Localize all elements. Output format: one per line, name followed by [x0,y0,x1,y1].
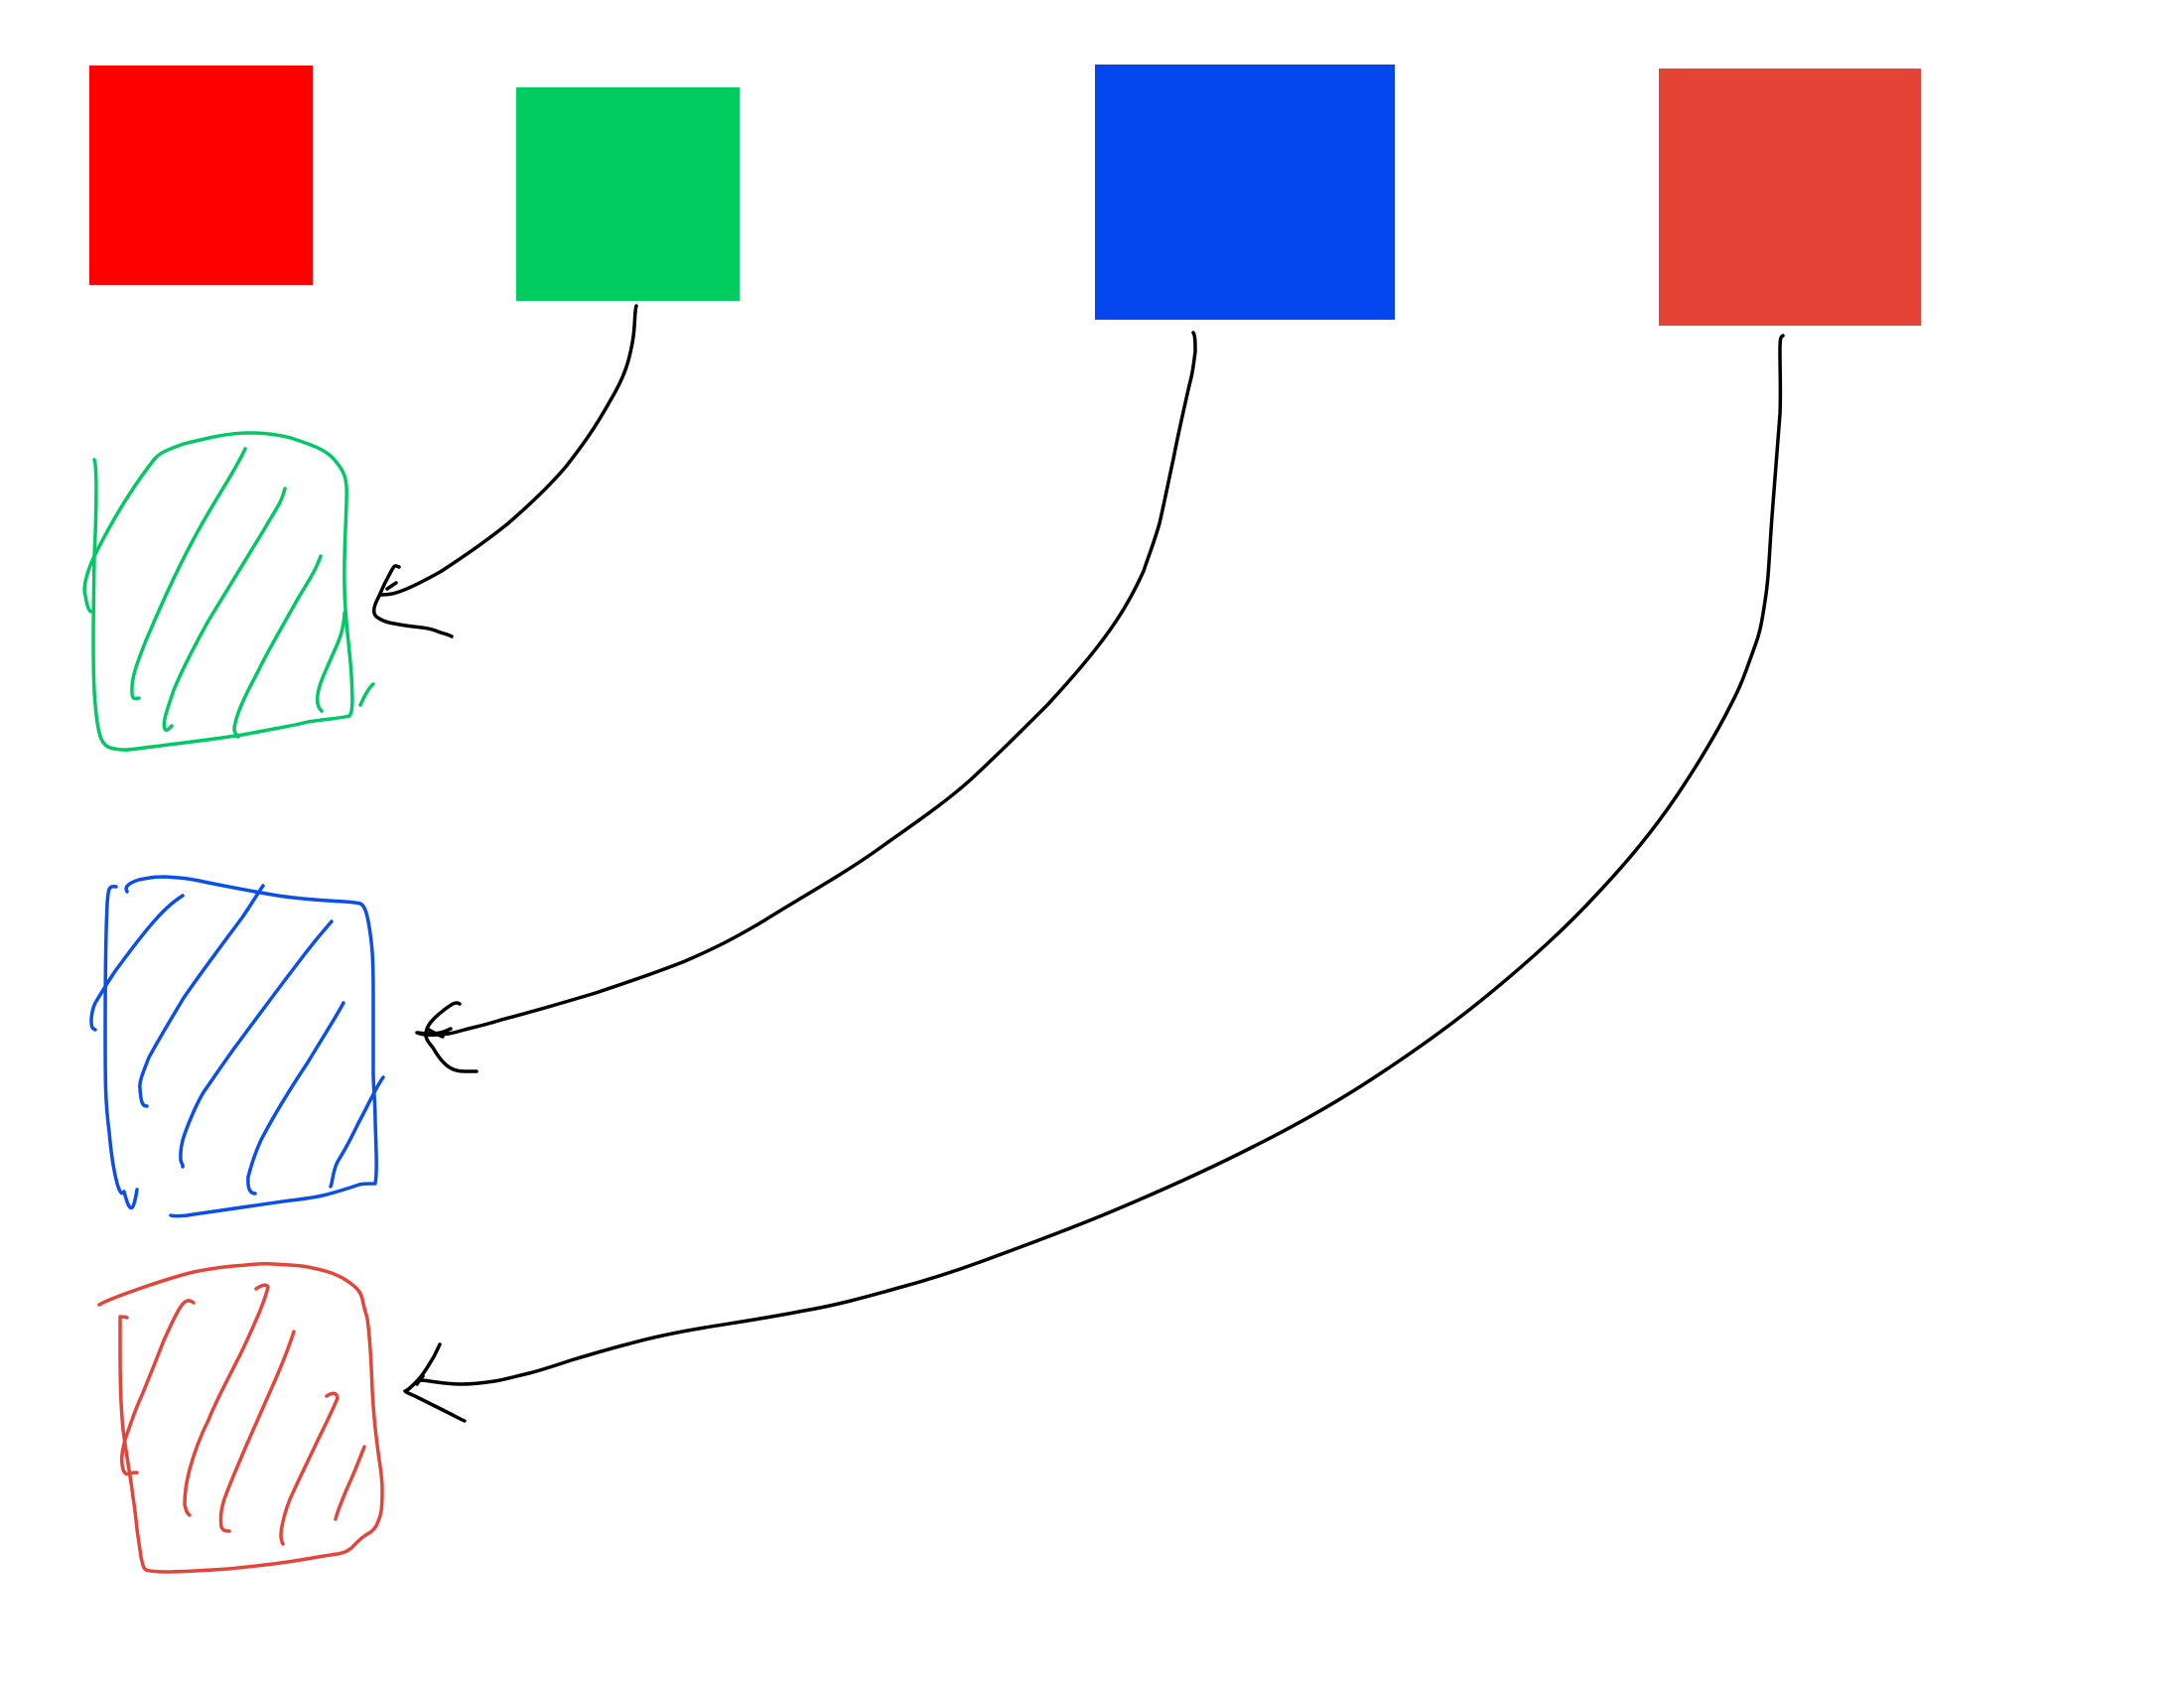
swatch-blue[interactable] [1095,65,1395,320]
sketch-blue[interactable] [89,875,385,1218]
swatch-tomato-red[interactable] [1659,69,1921,326]
arrow-red[interactable] [403,334,1785,1423]
sketch-green[interactable] [82,431,375,752]
swatch-bright-red[interactable] [89,66,313,285]
arrow-green[interactable] [372,304,638,638]
swatch-green[interactable] [516,87,740,301]
sketch-red[interactable] [97,1262,384,1574]
arrow-blue[interactable] [415,331,1197,1073]
